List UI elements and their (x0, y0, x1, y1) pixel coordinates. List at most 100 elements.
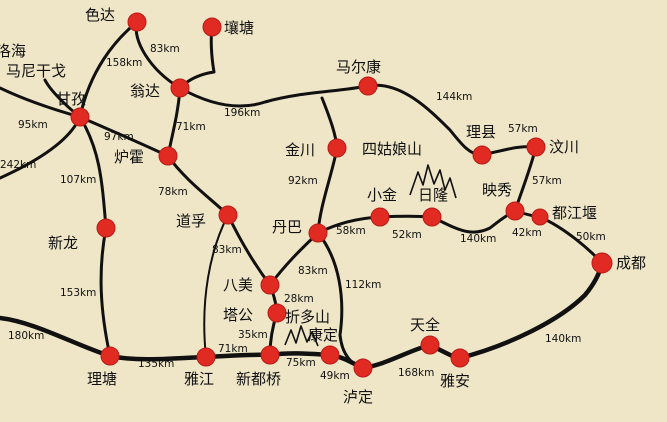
distance-label: 71km (218, 343, 248, 355)
distance-label: 57km (508, 123, 538, 135)
city-marker-yingxiu (505, 201, 525, 221)
distance-label: 153km (60, 287, 96, 299)
road-seda-wengda (134, 20, 182, 90)
city-markers (70, 12, 613, 378)
city-label-yaan: 雅安 (440, 372, 470, 390)
city-marker-seda (127, 12, 147, 32)
city-label-luding: 泸定 (343, 388, 373, 406)
city-marker-wengda (170, 78, 190, 98)
city-marker-rangtang (202, 17, 222, 37)
city-marker-bamei (260, 275, 280, 295)
distance-label: 140km (460, 233, 496, 245)
city-label-tagong: 塔公 (223, 306, 253, 324)
city-marker-kangding (320, 345, 340, 365)
city-label-bamei: 八美 (223, 276, 253, 294)
distance-label: 168km (398, 367, 434, 379)
city-label-wengda: 翁达 (130, 82, 160, 100)
distance-label: 42km (512, 227, 542, 239)
city-marker-tianquan (420, 335, 440, 355)
city-label-wenchuan: 汶川 (549, 138, 579, 156)
distance-label: 242km (0, 159, 36, 171)
edge-label-luohai: 洛海 (0, 42, 26, 60)
city-labels: 色达 壤塘 翁达 甘孜 炉霍 马尔康 金川 理县 汶川 映秀 都江堰 成都 道孚… (48, 6, 646, 406)
distance-label: 50km (576, 231, 606, 243)
city-marker-tagong (267, 303, 287, 323)
road-maerkang-jinchuan-danba (316, 96, 339, 235)
city-marker-xiaojin (370, 207, 390, 227)
distance-label: 35km (238, 329, 268, 341)
distance-label: 97km (104, 131, 134, 143)
siguniang-mountain-icon (409, 164, 457, 199)
distance-label: 49km (320, 370, 350, 382)
city-marker-xinlong (96, 218, 116, 238)
city-marker-rilong (422, 207, 442, 227)
city-label-luhuo: 炉霍 (114, 148, 144, 166)
city-label-yajiang: 雅江 (184, 370, 214, 388)
city-label-danba: 丹巴 (272, 218, 302, 236)
distance-label: 57km (532, 175, 562, 187)
city-marker-yaan (450, 348, 470, 368)
distance-label: 52km (392, 229, 422, 241)
city-marker-maerkang (358, 76, 378, 96)
city-marker-luhuo (158, 146, 178, 166)
zheduoshan-mountain-icon (284, 325, 319, 347)
distance-label: 78km (158, 186, 188, 198)
distance-label: 83km (150, 43, 180, 55)
distance-label: 58km (336, 225, 366, 237)
city-label-yingxiu: 映秀 (482, 181, 512, 199)
city-marker-danba (308, 223, 328, 243)
city-marker-chengdu (591, 252, 613, 274)
road-maerkang-lixian (366, 83, 484, 157)
city-label-litang: 理塘 (87, 370, 117, 388)
road-daofu-yajiang (203, 214, 229, 358)
distance-label: 112km (345, 279, 381, 291)
city-marker-luding (353, 358, 373, 378)
city-label-kangding: 康定 (308, 326, 338, 344)
city-label-dujiangyan: 都江堰 (552, 204, 597, 222)
road-wengda-maerkang (178, 84, 370, 108)
city-label-seda: 色达 (85, 6, 115, 24)
city-marker-litang (100, 346, 120, 366)
city-marker-daofu (218, 205, 238, 225)
distance-label: 92km (288, 175, 318, 187)
road-ganzi-xinlong (78, 115, 108, 230)
city-label-rilong: 日隆 (418, 186, 448, 204)
distance-label: 135km (138, 358, 174, 370)
city-label-xiaojin: 小金 (367, 186, 397, 204)
distance-label: 107km (60, 174, 96, 186)
city-marker-lixian (472, 145, 492, 165)
city-marker-wenchuan (526, 137, 546, 157)
city-marker-yajiang (196, 347, 216, 367)
distance-label: 144km (436, 91, 472, 103)
distance-label: 180km (8, 330, 44, 342)
city-marker-dujiangyan (531, 208, 549, 226)
distance-label: 83km (212, 244, 242, 256)
city-label-maerkang: 马尔康 (336, 58, 381, 76)
distance-label: 75km (286, 357, 316, 369)
city-marker-jinchuan (327, 138, 347, 158)
distance-label: 196km (224, 107, 260, 119)
road-bamei-danba (268, 231, 320, 287)
city-label-chengdu: 成都 (616, 254, 646, 272)
city-label-xinlong: 新龙 (48, 234, 78, 252)
city-label-ganzi: 甘孜 (56, 90, 86, 108)
road-seda-ganzi (78, 20, 139, 119)
distance-label: 95km (18, 119, 48, 131)
road-rangtang-wengda (178, 25, 216, 90)
edge-label-manigange: 马尼干戈 (6, 62, 66, 80)
city-label-tianquan: 天全 (410, 316, 440, 334)
distance-label: 83km (298, 265, 328, 277)
city-label-jinchuan: 金川 (285, 141, 315, 159)
city-label-lixian: 理县 (466, 123, 496, 141)
road-luding-chengdu (360, 260, 605, 371)
city-marker-ganzi (70, 107, 90, 127)
city-label-rangtang: 壤塘 (224, 19, 254, 37)
distance-labels: 83km 158km 71km 196km 144km 57km 95km 97… (0, 43, 606, 382)
distance-label: 71km (176, 121, 206, 133)
city-label-xindouqiao: 新都桥 (236, 370, 281, 388)
distance-label: 140km (545, 333, 581, 345)
distance-label: 158km (106, 57, 142, 69)
road-xinlong-litang (99, 226, 112, 358)
distance-label: 28km (284, 293, 314, 305)
